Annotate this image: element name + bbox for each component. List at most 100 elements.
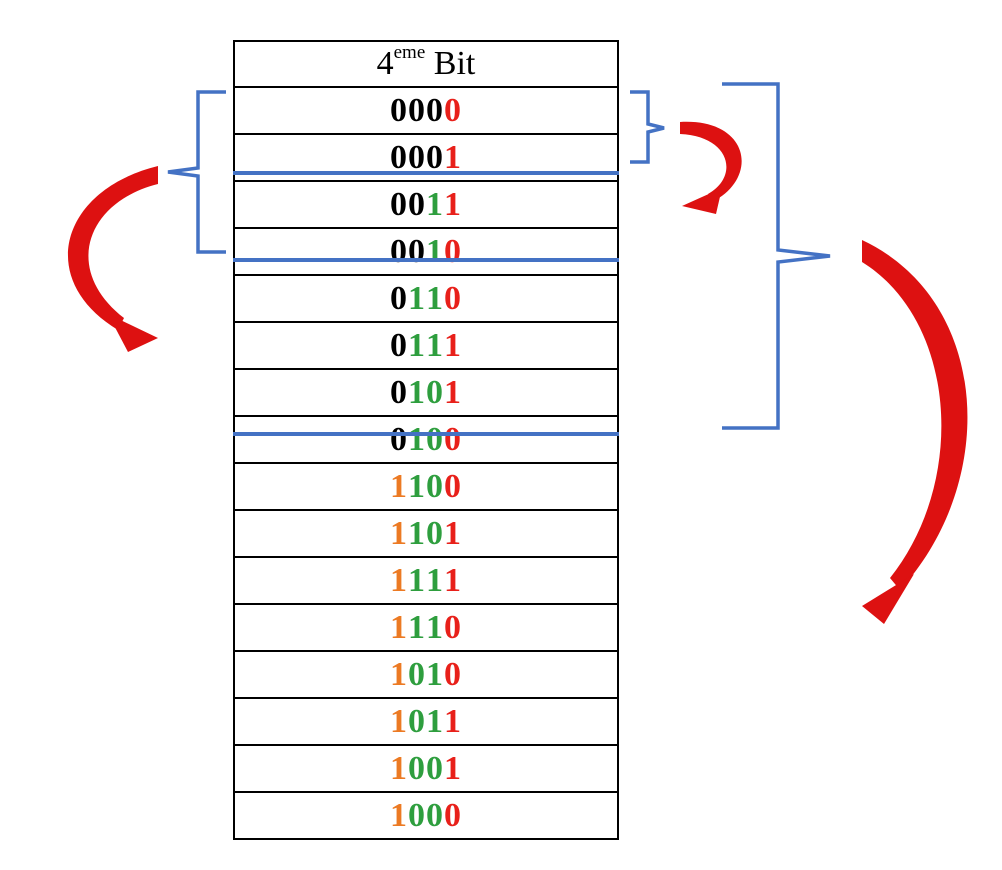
bit-digit: 1 <box>426 561 444 599</box>
bit-digit: 0 <box>408 655 426 693</box>
code-row: 1111 <box>233 556 619 605</box>
bit-digit: 1 <box>390 514 408 552</box>
code-cell: 0011 <box>233 180 619 229</box>
large-group-bracket <box>722 82 831 430</box>
bit-digit: 1 <box>408 467 426 505</box>
bit-digit: 0 <box>390 420 408 458</box>
bit-digit: 0 <box>390 373 408 411</box>
bit-digit: 0 <box>390 91 408 129</box>
code-row: 0101 <box>233 368 619 417</box>
bit-digit: 0 <box>426 420 444 458</box>
bit-digit: 0 <box>444 608 462 646</box>
bit-digit: 0 <box>408 749 426 787</box>
code-row: 0100 <box>233 415 619 464</box>
code-cell: 1010 <box>233 650 619 699</box>
bit-digit: 1 <box>426 232 444 270</box>
code-row: 0010 <box>233 227 619 276</box>
bit-digit: 1 <box>444 749 462 787</box>
code-row: 1010 <box>233 650 619 699</box>
bit-digit: 1 <box>444 138 462 176</box>
code-row: 0111 <box>233 321 619 370</box>
code-cell: 0101 <box>233 368 619 417</box>
bit-digit: 0 <box>426 749 444 787</box>
bit-digit: 0 <box>426 138 444 176</box>
bit-digit: 0 <box>426 514 444 552</box>
bit-digit: 0 <box>426 796 444 834</box>
bit-digit: 0 <box>390 138 408 176</box>
bit-digit: 0 <box>390 185 408 223</box>
bit-digit: 0 <box>390 232 408 270</box>
bit-digit: 0 <box>444 279 462 317</box>
bit-digit: 1 <box>408 514 426 552</box>
code-cell: 0000 <box>233 86 619 135</box>
code-cell: 1110 <box>233 603 619 652</box>
bit-digit: 1 <box>426 185 444 223</box>
bit-digit: 1 <box>390 561 408 599</box>
bit-digit: 1 <box>408 561 426 599</box>
bit-digit: 1 <box>426 655 444 693</box>
code-cell: 1100 <box>233 462 619 511</box>
bit-digit: 1 <box>444 702 462 740</box>
bit-digit: 1 <box>426 279 444 317</box>
code-cell: 1101 <box>233 509 619 558</box>
bit-digit: 0 <box>408 232 426 270</box>
header-number: 4 <box>376 45 394 82</box>
bit-digit: 0 <box>444 91 462 129</box>
bit-digit: 0 <box>390 326 408 364</box>
bit-digit: 1 <box>408 326 426 364</box>
code-cell: 1111 <box>233 556 619 605</box>
bit-digit: 0 <box>408 185 426 223</box>
code-row: 1110 <box>233 603 619 652</box>
bit-digit: 1 <box>444 373 462 411</box>
bit-digit: 1 <box>390 749 408 787</box>
bit-digit: 1 <box>444 326 462 364</box>
small-reflection-arrow <box>680 121 742 214</box>
code-cell: 0001 <box>233 133 619 182</box>
code-cell: 1011 <box>233 697 619 746</box>
bit-digit: 1 <box>408 373 426 411</box>
bit-digit: 0 <box>408 91 426 129</box>
code-cell: 1001 <box>233 744 619 793</box>
header-word: Bit <box>433 45 476 82</box>
left-reflection-arrow <box>67 166 158 352</box>
code-cell: 0111 <box>233 321 619 370</box>
code-row: 1101 <box>233 509 619 558</box>
bit-digit: 0 <box>444 232 462 270</box>
bit-digit: 1 <box>390 796 408 834</box>
bit-digit: 1 <box>444 185 462 223</box>
code-row: 0000 <box>233 86 619 135</box>
bit-digit: 1 <box>426 702 444 740</box>
bit-digit: 1 <box>444 561 462 599</box>
code-row: 1001 <box>233 744 619 793</box>
bit-digit: 1 <box>444 514 462 552</box>
code-row: 1011 <box>233 697 619 746</box>
code-cell: 0010 <box>233 227 619 276</box>
bit-digit: 0 <box>426 467 444 505</box>
large-reflection-arrow <box>862 240 968 624</box>
bit-digit: 0 <box>426 91 444 129</box>
header-superscript: eme <box>393 41 426 63</box>
bit-digit: 1 <box>426 608 444 646</box>
bit-digit: 1 <box>426 326 444 364</box>
bit-digit: 0 <box>408 702 426 740</box>
bit-digit: 1 <box>408 279 426 317</box>
code-row: 0110 <box>233 274 619 323</box>
bit-digit: 1 <box>408 420 426 458</box>
bit-digit: 1 <box>390 702 408 740</box>
bit-digit: 1 <box>390 467 408 505</box>
code-cell: 1000 <box>233 791 619 840</box>
bit-digit: 0 <box>408 138 426 176</box>
code-row: 0011 <box>233 180 619 229</box>
code-row: 0001 <box>233 133 619 182</box>
bit-digit: 0 <box>426 373 444 411</box>
bit-digit: 1 <box>390 655 408 693</box>
table-header-cell: 4eme Bit <box>233 40 619 88</box>
code-cell: 0100 <box>233 415 619 464</box>
code-row: 1100 <box>233 462 619 511</box>
bit-digit: 0 <box>444 420 462 458</box>
bit-digit: 0 <box>444 467 462 505</box>
bit-digit: 1 <box>408 608 426 646</box>
bit-digit: 0 <box>444 655 462 693</box>
